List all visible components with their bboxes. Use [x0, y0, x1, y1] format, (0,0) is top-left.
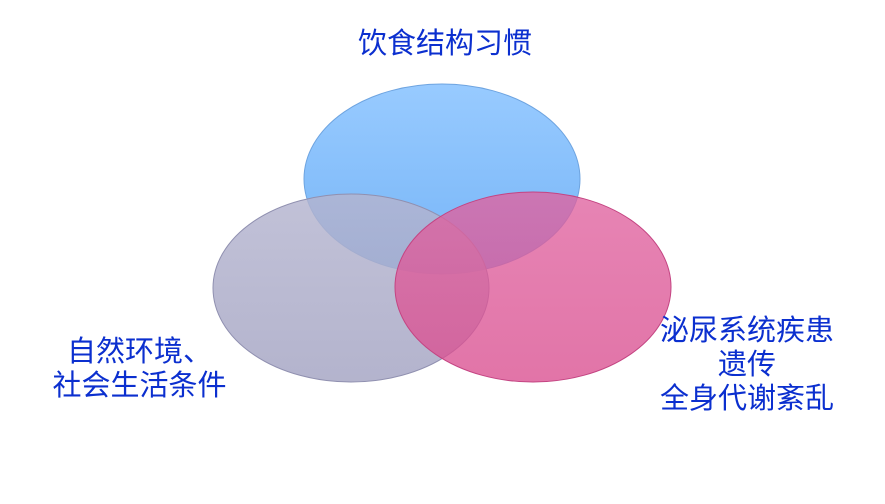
- circle-disease: [394, 191, 672, 383]
- label-disease: 泌尿系统疾患 遗传 全身代谢紊乱: [642, 313, 852, 415]
- label-disease-line1: 泌尿系统疾患: [659, 313, 834, 347]
- label-disease-line2: 遗传: [717, 347, 776, 381]
- label-disease-line3: 全身代谢紊乱: [659, 381, 834, 415]
- label-environment: 自然环境、 社会生活条件: [32, 334, 247, 402]
- label-diet-text: 饮食结构习惯: [357, 26, 532, 60]
- label-environment-line1: 自然环境、: [66, 334, 212, 368]
- label-diet: 饮食结构习惯: [340, 26, 550, 60]
- label-environment-line2: 社会生活条件: [52, 368, 227, 402]
